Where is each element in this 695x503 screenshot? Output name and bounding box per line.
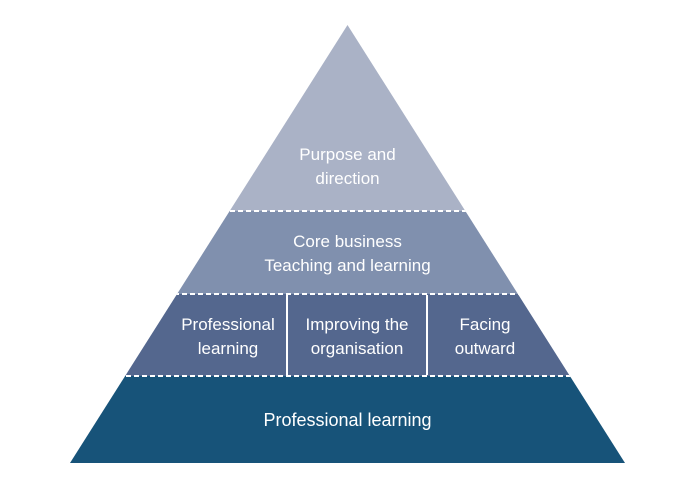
- label-purpose-and-direction: Purpose and direction: [70, 143, 625, 191]
- label-line: Facing: [459, 314, 511, 334]
- label-professional-learning-base: Professional learning: [70, 376, 625, 463]
- dashed-divider-3: [70, 375, 625, 377]
- label-professional-learning-strand: Professional learning: [128, 294, 328, 376]
- label-core-business: Core business Teaching and learning: [70, 211, 625, 294]
- label-line: Core business: [293, 232, 402, 251]
- label-improving-the-organisation: Improving the organisation: [287, 294, 427, 376]
- label-line: organisation: [310, 338, 404, 358]
- vertical-separator-2: [426, 295, 428, 375]
- label-line: outward: [454, 338, 516, 358]
- pyramid-diagram: Purpose and direction Core business Teac…: [70, 25, 625, 463]
- vertical-separator-1: [286, 295, 288, 375]
- label-line: Professional learning: [263, 409, 432, 430]
- label-facing-outward: Facing outward: [427, 294, 543, 376]
- label-line: learning: [197, 338, 259, 358]
- label-line: Professional: [181, 314, 275, 334]
- label-line: direction: [315, 169, 380, 188]
- dashed-divider-2: [70, 293, 625, 295]
- dashed-divider-1: [70, 210, 625, 212]
- label-line: Teaching and learning: [264, 256, 431, 275]
- label-line: Purpose and: [299, 145, 396, 164]
- label-line: Improving the: [305, 314, 409, 334]
- level-professional-learning-base: [70, 376, 625, 463]
